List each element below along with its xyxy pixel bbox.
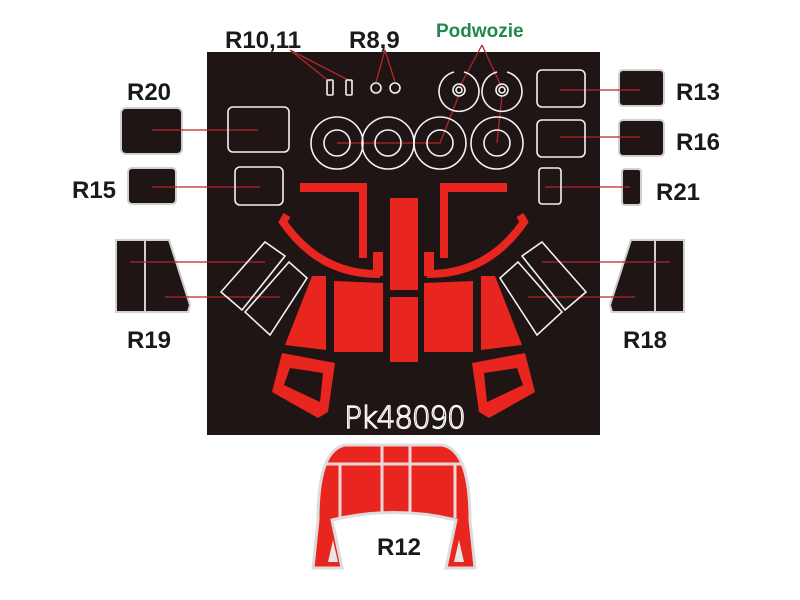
label-r21: R21 xyxy=(656,179,700,206)
label-r18: R18 xyxy=(623,327,667,354)
sheet-code: Pk48090 xyxy=(344,401,466,436)
label-r8-9: R8,9 xyxy=(349,27,400,54)
label-r13: R13 xyxy=(676,79,720,106)
piece-r15 xyxy=(127,167,177,205)
label-r12: R12 xyxy=(377,534,421,561)
piece-r16 xyxy=(618,119,665,157)
piece-r19 xyxy=(115,239,192,313)
piece-r20 xyxy=(120,107,183,155)
red-masks xyxy=(272,183,535,418)
piece-r12 xyxy=(311,443,477,570)
piece-r18 xyxy=(608,239,685,313)
label-r16: R16 xyxy=(676,129,720,156)
leader-lines xyxy=(130,44,670,298)
sheet-outlines xyxy=(219,69,588,337)
label-r20: R20 xyxy=(127,79,171,106)
label-podwozie: Podwozie xyxy=(436,21,524,42)
label-r10-11: R10,11 xyxy=(225,27,301,54)
label-r15: R15 xyxy=(72,177,116,204)
piece-r13 xyxy=(618,69,665,107)
label-r19: R19 xyxy=(127,327,171,354)
